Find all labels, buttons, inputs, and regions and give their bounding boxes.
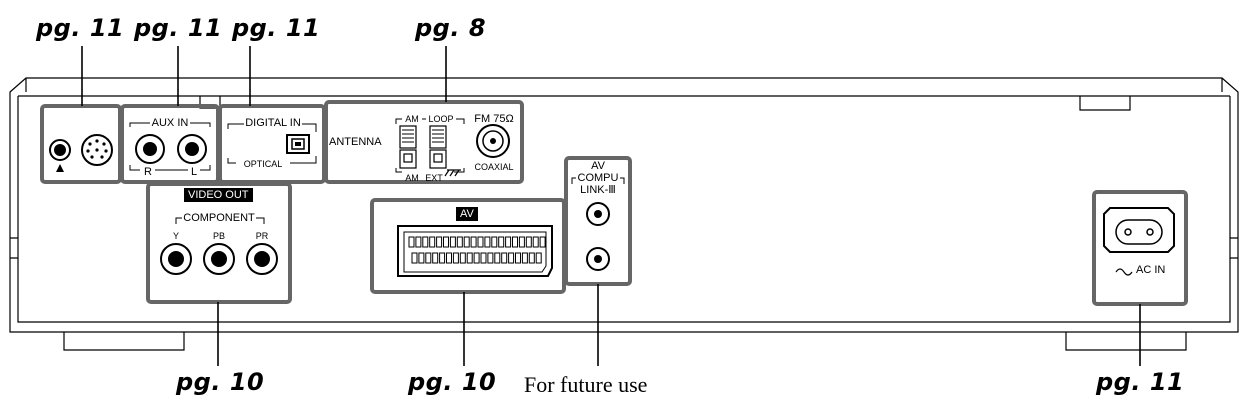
- scart-pin: [418, 252, 425, 264]
- scart-pin: [459, 252, 466, 264]
- loop-label: LOOP: [428, 114, 454, 124]
- scart-pin: [422, 236, 429, 248]
- component-jacks: [160, 243, 278, 275]
- compulink-jack-1: [586, 202, 610, 226]
- am-label: AM: [405, 114, 419, 124]
- scart-pin: [512, 236, 518, 248]
- aux-jacks: [135, 134, 207, 164]
- scart-pin: [491, 236, 498, 248]
- callout-top-3: pg. 11: [232, 14, 321, 42]
- scart-pin: [528, 252, 535, 264]
- video-out-label: VIDEO OUT: [184, 188, 253, 202]
- scart-pin: [446, 252, 452, 264]
- scart-pin: [411, 252, 418, 264]
- up-arrow-icon: [56, 164, 64, 172]
- callout-bottom-3: pg. 11: [1096, 368, 1185, 396]
- box-video-out: [146, 182, 292, 304]
- ac-symbol-icon: [1115, 268, 1133, 276]
- component-pb-label: PB: [212, 231, 226, 241]
- scart-pin: [501, 252, 508, 264]
- scart-pin: [425, 252, 432, 264]
- scart-pin: [463, 236, 470, 248]
- scart-pin: [449, 236, 456, 248]
- compulink-jacks: [586, 202, 610, 271]
- scart-pin: [505, 236, 512, 248]
- scart-pin: [436, 236, 443, 248]
- optical-port: [286, 134, 310, 154]
- compulink-compu-label: COMPU: [577, 172, 619, 184]
- digital-in-label: DIGITAL IN: [245, 117, 301, 129]
- scart-pin: [473, 252, 480, 264]
- component-jack-y: [160, 243, 192, 275]
- scart-pin: [498, 236, 505, 248]
- component-jack-pr: [246, 243, 278, 275]
- callout-bottom-1: pg. 10: [176, 368, 265, 396]
- scart-pin: [535, 252, 542, 264]
- optical-label: OPTICAL: [243, 159, 283, 169]
- scart-pin: [415, 236, 422, 248]
- scart-pin: [539, 236, 546, 248]
- box-keyboard-ports: [40, 104, 122, 184]
- compulink-av-label: AV: [591, 160, 605, 172]
- fm-label: FM 75Ω: [474, 113, 514, 125]
- scart-pin: [518, 236, 525, 248]
- scart-pin: [525, 236, 532, 248]
- antenna-label: ANTENNA: [329, 136, 382, 148]
- box-antenna: [324, 100, 524, 184]
- scart-pin: [494, 252, 501, 264]
- component-jack-pb: [203, 243, 235, 275]
- scart-pin: [439, 252, 446, 264]
- ext-label: EXT: [425, 173, 443, 183]
- aux-r-label: R: [144, 166, 152, 178]
- ac-inlet: [1103, 207, 1175, 276]
- scart-pin: [466, 252, 473, 264]
- callout-bottom-2: pg. 10: [408, 368, 497, 396]
- mini-din-ports: [49, 134, 113, 172]
- aux-l-label: L: [190, 166, 198, 178]
- scart-pin: [470, 236, 477, 248]
- callout-top-1: pg. 11: [36, 14, 125, 42]
- foot-left: [63, 332, 185, 351]
- scart-pin: [532, 236, 539, 248]
- scart-pin: [515, 252, 521, 264]
- scart-pin: [456, 236, 463, 248]
- av-scart-label: AV: [456, 207, 478, 221]
- ac-in-label: AC IN: [1136, 264, 1166, 276]
- aux-jack-l: [177, 134, 207, 164]
- scart-pin: [487, 252, 494, 264]
- compulink-jack-2: [586, 247, 610, 271]
- scart-pin: [480, 252, 487, 264]
- scart-pin: [484, 236, 491, 248]
- scart-connector: [397, 225, 553, 277]
- scart-pin: [508, 252, 515, 264]
- am-ext-am-label: AM: [405, 173, 419, 183]
- mini-din-port-small: [49, 139, 71, 161]
- compulink-link-label: LINK-Ⅲ: [580, 184, 616, 196]
- mini-din-port-large: [81, 134, 113, 166]
- component-pr-label: PR: [255, 231, 269, 241]
- component-y-label: Y: [172, 231, 180, 241]
- am-terminals: [399, 125, 461, 177]
- coaxial-label: COAXIAL: [474, 162, 514, 172]
- fm-coaxial-jack: [476, 124, 510, 158]
- scart-pin: [432, 252, 439, 264]
- chassis-outline: [9, 77, 1239, 333]
- aux-jack-r: [135, 134, 165, 164]
- scart-pin: [452, 252, 459, 264]
- scart-pin: [429, 236, 436, 248]
- callout-top-2: pg. 11: [134, 14, 223, 42]
- future-use-label: For future use: [524, 372, 648, 397]
- aux-in-label: AUX IN: [151, 117, 189, 129]
- component-label: COMPONENT: [183, 212, 255, 224]
- scart-pin: [408, 236, 415, 248]
- callout-top-4: pg. 8: [415, 14, 487, 42]
- scart-pin: [477, 236, 484, 248]
- scart-pin: [443, 236, 449, 248]
- scart-pin: [521, 252, 528, 264]
- foot-right: [1065, 332, 1187, 351]
